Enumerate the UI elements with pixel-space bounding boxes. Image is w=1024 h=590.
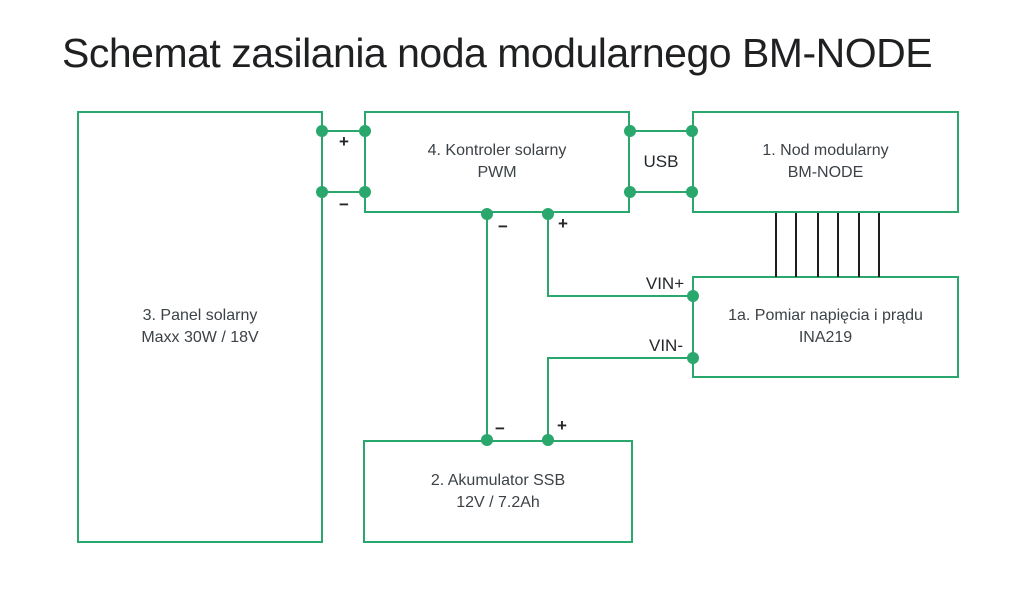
bm-node-label-line2: BM-NODE — [787, 164, 864, 181]
ina219-label-line1: 1a. Pomiar napięcia i prądu — [728, 307, 923, 324]
wire-usb-top — [630, 130, 693, 132]
junction-dot-controller-out-plus — [542, 208, 554, 220]
bus-pin — [775, 213, 777, 277]
junction-dot-usb-bottom-left — [624, 186, 636, 198]
wire-vin-plus — [547, 295, 693, 297]
bus-pin — [878, 213, 880, 277]
junction-dot-usb-top-right — [686, 125, 698, 137]
bm-node-label-line1: 1. Nod modularny — [762, 142, 889, 159]
junction-dot-battery-minus — [481, 434, 493, 446]
junction-dot-usb-top-left — [624, 125, 636, 137]
junction-dot-panel-minus — [316, 186, 328, 198]
bus-pin — [858, 213, 860, 277]
node-box-solar-panel: 3. Panel solarny Maxx 30W / 18V — [77, 111, 323, 543]
label-battery-minus: − — [495, 419, 505, 438]
solar-controller-label-line2: PWM — [477, 164, 517, 181]
bus-pin — [795, 213, 797, 277]
junction-dot-vin-minus — [687, 352, 699, 364]
solar-panel-label-line1: 3. Panel solarny — [142, 307, 258, 324]
wire-panel-minus — [322, 191, 366, 193]
junction-dot-usb-bottom-right — [686, 186, 698, 198]
solar-panel-label-line2: Maxx 30W / 18V — [141, 329, 259, 346]
node-box-battery: 2. Akumulator SSB 12V / 7.2Ah — [363, 440, 633, 543]
junction-dot-controller-out-minus — [481, 208, 493, 220]
wire-panel-plus — [322, 130, 366, 132]
label-controller-out-minus: − — [498, 217, 508, 236]
wire-controller-plus-down — [547, 213, 549, 296]
node-box-solar-controller: 4. Kontroler solarny PWM — [364, 111, 630, 213]
wire-vin-minus — [547, 357, 693, 359]
label-vin-plus: VIN+ — [645, 274, 685, 293]
node-box-bm-node: 1. Nod modularny BM-NODE — [692, 111, 959, 213]
wire-usb-bottom — [630, 191, 693, 193]
junction-dot-controller-in-minus — [359, 186, 371, 198]
junction-dot-battery-plus — [542, 434, 554, 446]
junction-dot-vin-plus — [687, 290, 699, 302]
node-box-ina219: 1a. Pomiar napięcia i prądu INA219 — [692, 276, 959, 378]
battery-label-line1: 2. Akumulator SSB — [430, 471, 566, 489]
label-battery-plus: + — [557, 416, 567, 435]
ina219-label-line2: INA219 — [798, 329, 853, 346]
junction-dot-panel-plus — [316, 125, 328, 137]
diagram-title: Schemat zasilania noda modularnego BM-NO… — [62, 30, 933, 76]
junction-dot-controller-in-plus — [359, 125, 371, 137]
label-usb: USB — [643, 152, 679, 171]
bus-pin — [837, 213, 839, 277]
label-vin-minus: VIN- — [649, 336, 683, 355]
label-panel-minus: − — [339, 195, 349, 214]
wire-controller-minus-to-battery — [486, 213, 488, 441]
solar-controller-label-line1: 4. Kontroler solarny — [427, 142, 567, 159]
bus-pin — [817, 213, 819, 277]
label-panel-plus: + — [339, 132, 349, 151]
wire-battery-plus-up — [547, 357, 549, 441]
battery-label-line2: 12V / 7.2Ah — [456, 493, 540, 511]
label-controller-out-plus: + — [558, 214, 568, 233]
